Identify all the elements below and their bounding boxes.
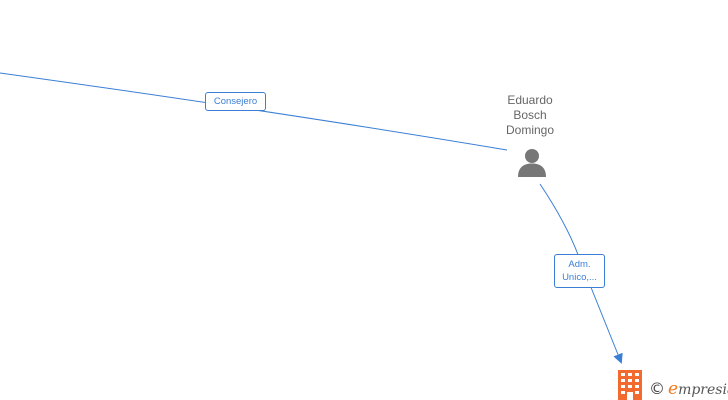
edge-label-adm-unico-line-1: Adm. [568, 259, 591, 270]
person-node-label[interactable]: Eduardo Bosch Domingo [480, 93, 580, 138]
footer-brand: © empresia [649, 377, 728, 400]
edge-label-adm-unico-line-2: Unico,... [562, 272, 597, 283]
edge-label-consejero-text: Consejero [213, 96, 258, 107]
person-name-line-3: Domingo [505, 123, 555, 137]
brand-rest: mpresia [678, 381, 728, 398]
edge-line-consejero [0, 72, 508, 151]
person-icon[interactable] [516, 147, 548, 177]
building-icon[interactable] [618, 370, 642, 400]
person-name-line-2: Bosch [513, 108, 547, 122]
person-name-line-1: Eduardo [507, 93, 553, 107]
edge-label-consejero[interactable]: Consejero [205, 92, 266, 111]
edge-label-adm-unico[interactable]: Adm. Unico,... [554, 254, 605, 288]
copyright-symbol: © [649, 379, 665, 398]
brand-first-letter: e [668, 378, 679, 399]
brand-logo[interactable]: empresia [668, 379, 728, 399]
